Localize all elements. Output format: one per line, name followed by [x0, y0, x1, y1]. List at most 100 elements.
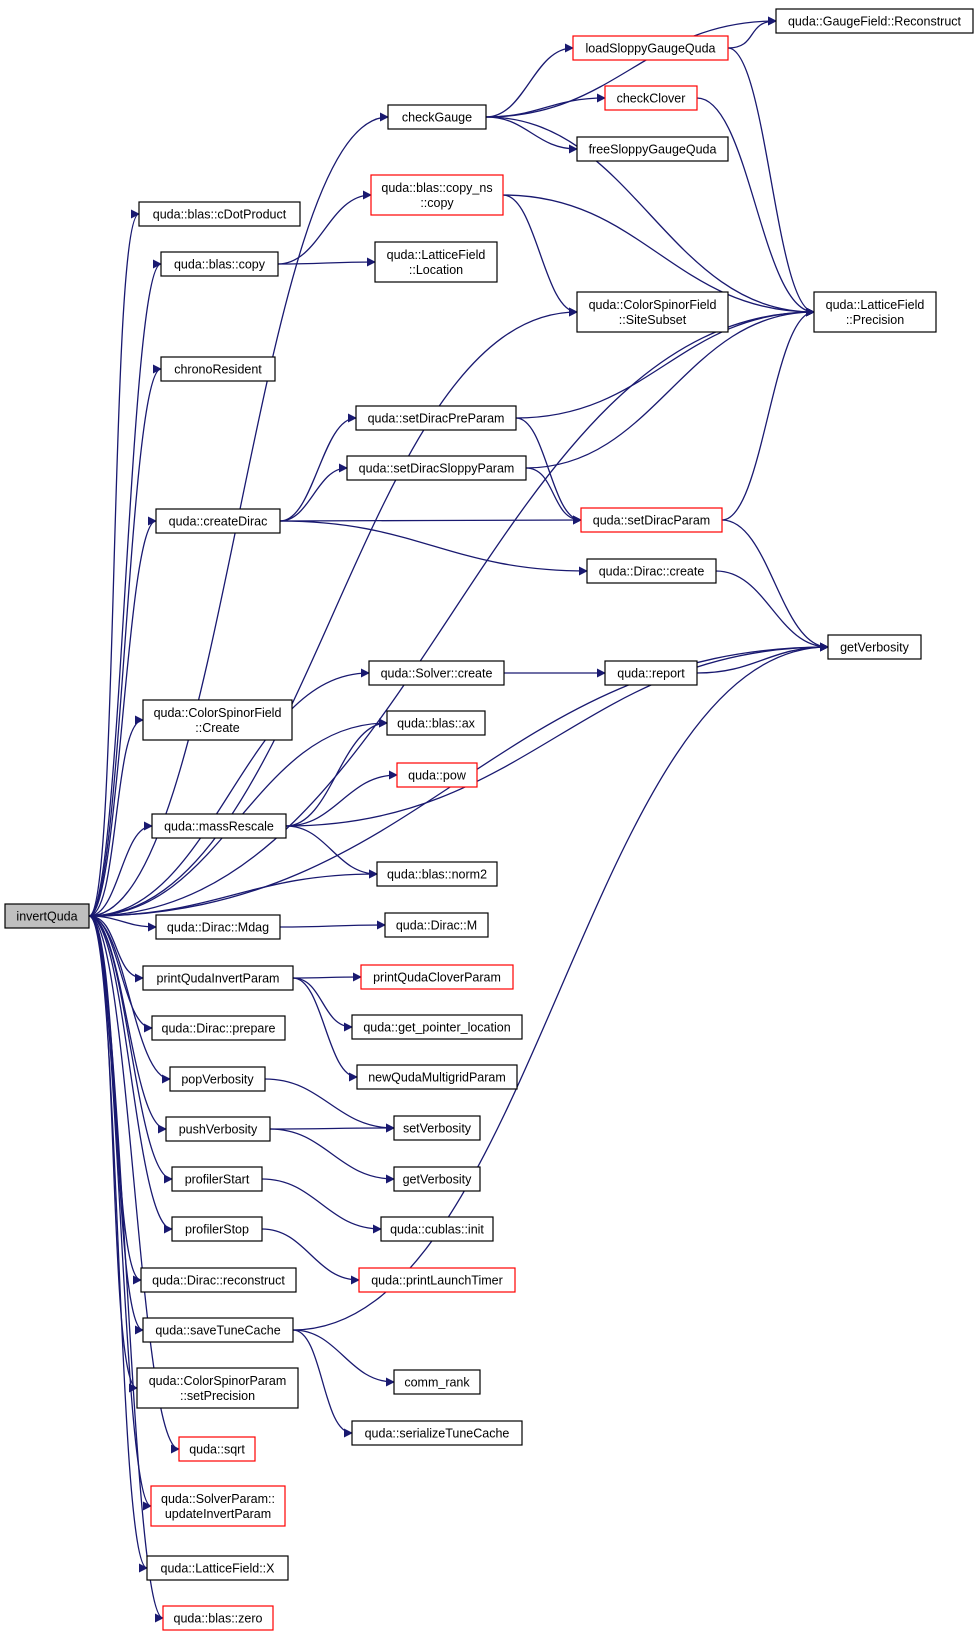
node-createDirac[interactable]: quda::createDirac — [155, 508, 281, 534]
node-box[interactable] — [351, 1014, 523, 1040]
node-gfReconstruct[interactable]: quda::GaugeField::Reconstruct — [775, 8, 974, 34]
node-box[interactable] — [374, 241, 498, 283]
node-box[interactable] — [386, 710, 486, 736]
node-qudaSqrt[interactable]: quda::sqrt — [178, 1436, 256, 1462]
node-box[interactable] — [580, 507, 723, 533]
node-box[interactable] — [358, 1267, 516, 1293]
node-box[interactable] — [393, 1115, 481, 1141]
node-box[interactable] — [604, 85, 698, 111]
node-invertQuda[interactable]: invertQuda — [4, 903, 90, 929]
node-box[interactable] — [586, 558, 717, 584]
node-printQudaInvertParam[interactable]: printQudaInvertParam — [142, 965, 294, 991]
node-box[interactable] — [178, 1436, 256, 1462]
node-printQudaCloverParam[interactable]: printQudaCloverParam — [360, 964, 514, 990]
node-box[interactable] — [151, 1015, 286, 1041]
node-box[interactable] — [384, 912, 489, 938]
node-box[interactable] — [576, 136, 729, 162]
node-box[interactable] — [813, 291, 937, 333]
node-lfLocation[interactable]: quda::LatticeField::Location — [374, 241, 498, 283]
node-printLaunchTimer[interactable]: quda::printLaunchTimer — [358, 1267, 516, 1293]
node-diracPrepare[interactable]: quda::Dirac::prepare — [151, 1015, 286, 1041]
node-cDotProduct[interactable]: quda::blas::cDotProduct — [138, 201, 301, 227]
node-updateInvertParam[interactable]: quda::SolverParam::updateInvertParam — [150, 1485, 286, 1527]
node-csfSiteSubset[interactable]: quda::ColorSpinorField::SiteSubset — [576, 291, 729, 333]
node-freeSloppyGaugeQuda[interactable]: freeSloppyGaugeQuda — [576, 136, 729, 162]
node-box[interactable] — [355, 405, 517, 431]
node-cublasInit[interactable]: quda::cublas::init — [380, 1216, 494, 1242]
node-lfPrecision[interactable]: quda::LatticeField::Precision — [813, 291, 937, 333]
node-box[interactable] — [827, 634, 922, 660]
node-popVerbosity[interactable]: popVerbosity — [169, 1066, 266, 1092]
node-diracCreate[interactable]: quda::Dirac::create — [586, 558, 717, 584]
node-massRescale[interactable]: quda::massRescale — [151, 813, 287, 839]
node-qudaPow[interactable]: quda::pow — [396, 762, 478, 788]
node-box[interactable] — [4, 903, 90, 929]
node-box[interactable] — [142, 1317, 294, 1343]
node-box[interactable] — [387, 104, 487, 130]
node-blasCopyNs[interactable]: quda::blas::copy_ns::copy — [370, 174, 504, 216]
node-getVerbosity2[interactable]: getVerbosity — [393, 1166, 481, 1192]
node-box[interactable] — [138, 201, 301, 227]
node-box[interactable] — [169, 1066, 266, 1092]
node-csParamSetPrecision[interactable]: quda::ColorSpinorParam::setPrecision — [136, 1367, 299, 1409]
node-box[interactable] — [171, 1216, 263, 1242]
node-loadSloppyGaugeQuda[interactable]: loadSloppyGaugeQuda — [572, 35, 729, 61]
node-diracReconstruct[interactable]: quda::Dirac::reconstruct — [140, 1267, 297, 1293]
node-diracMdag[interactable]: quda::Dirac::Mdag — [155, 914, 281, 940]
node-box[interactable] — [142, 699, 293, 741]
node-getVerbosity[interactable]: getVerbosity — [827, 634, 922, 660]
node-box[interactable] — [142, 965, 294, 991]
node-box[interactable] — [370, 174, 504, 216]
node-profilerStart[interactable]: profilerStart — [171, 1166, 263, 1192]
node-box[interactable] — [155, 508, 281, 534]
node-pushVerbosity[interactable]: pushVerbosity — [165, 1116, 271, 1142]
node-box[interactable] — [165, 1116, 271, 1142]
node-box[interactable] — [604, 660, 698, 686]
node-setVerbosity[interactable]: setVerbosity — [393, 1115, 481, 1141]
node-chronoResident[interactable]: chronoResident — [160, 356, 276, 382]
node-box[interactable] — [140, 1267, 297, 1293]
node-box[interactable] — [368, 660, 505, 686]
node-profilerStop[interactable]: profilerStop — [171, 1216, 263, 1242]
node-csfCreate[interactable]: quda::ColorSpinorField::Create — [142, 699, 293, 741]
node-box[interactable] — [376, 861, 498, 887]
node-latticeFieldX[interactable]: quda::LatticeField::X — [146, 1555, 289, 1581]
node-box[interactable] — [160, 356, 276, 382]
node-qudaReport[interactable]: quda::report — [604, 660, 698, 686]
node-diracM[interactable]: quda::Dirac::M — [384, 912, 489, 938]
node-box[interactable] — [155, 914, 281, 940]
node-box[interactable] — [572, 35, 729, 61]
node-box[interactable] — [396, 762, 478, 788]
node-setDiracPreParam[interactable]: quda::setDiracPreParam — [355, 405, 517, 431]
node-box[interactable] — [136, 1367, 299, 1409]
node-box[interactable] — [146, 1555, 289, 1581]
node-box[interactable] — [360, 964, 514, 990]
node-box[interactable] — [351, 1420, 523, 1446]
node-box[interactable] — [162, 1605, 274, 1631]
node-box[interactable] — [380, 1216, 494, 1242]
node-blasCopy[interactable]: quda::blas::copy — [160, 251, 279, 277]
node-saveTuneCache[interactable]: quda::saveTuneCache — [142, 1317, 294, 1343]
node-checkGauge[interactable]: checkGauge — [387, 104, 487, 130]
node-box[interactable] — [393, 1369, 481, 1395]
node-checkClover[interactable]: checkClover — [604, 85, 698, 111]
node-box[interactable] — [171, 1166, 263, 1192]
node-setDiracSloppyParam[interactable]: quda::setDiracSloppyParam — [346, 455, 527, 481]
node-blasAx[interactable]: quda::blas::ax — [386, 710, 486, 736]
node-setDiracParam[interactable]: quda::setDiracParam — [580, 507, 723, 533]
node-serializeTuneCache[interactable]: quda::serializeTuneCache — [351, 1420, 523, 1446]
node-box[interactable] — [160, 251, 279, 277]
node-box[interactable] — [576, 291, 729, 333]
node-box[interactable] — [151, 813, 287, 839]
node-box[interactable] — [150, 1485, 286, 1527]
node-commRank[interactable]: comm_rank — [393, 1369, 481, 1395]
node-getPointerLocation[interactable]: quda::get_pointer_location — [351, 1014, 523, 1040]
node-solverCreate[interactable]: quda::Solver::create — [368, 660, 505, 686]
node-box[interactable] — [356, 1064, 518, 1090]
node-box[interactable] — [775, 8, 974, 34]
node-newQudaMultigridParam[interactable]: newQudaMultigridParam — [356, 1064, 518, 1090]
node-blasNorm2[interactable]: quda::blas::norm2 — [376, 861, 498, 887]
node-box[interactable] — [346, 455, 527, 481]
node-box[interactable] — [393, 1166, 481, 1192]
node-blasZero[interactable]: quda::blas::zero — [162, 1605, 274, 1631]
